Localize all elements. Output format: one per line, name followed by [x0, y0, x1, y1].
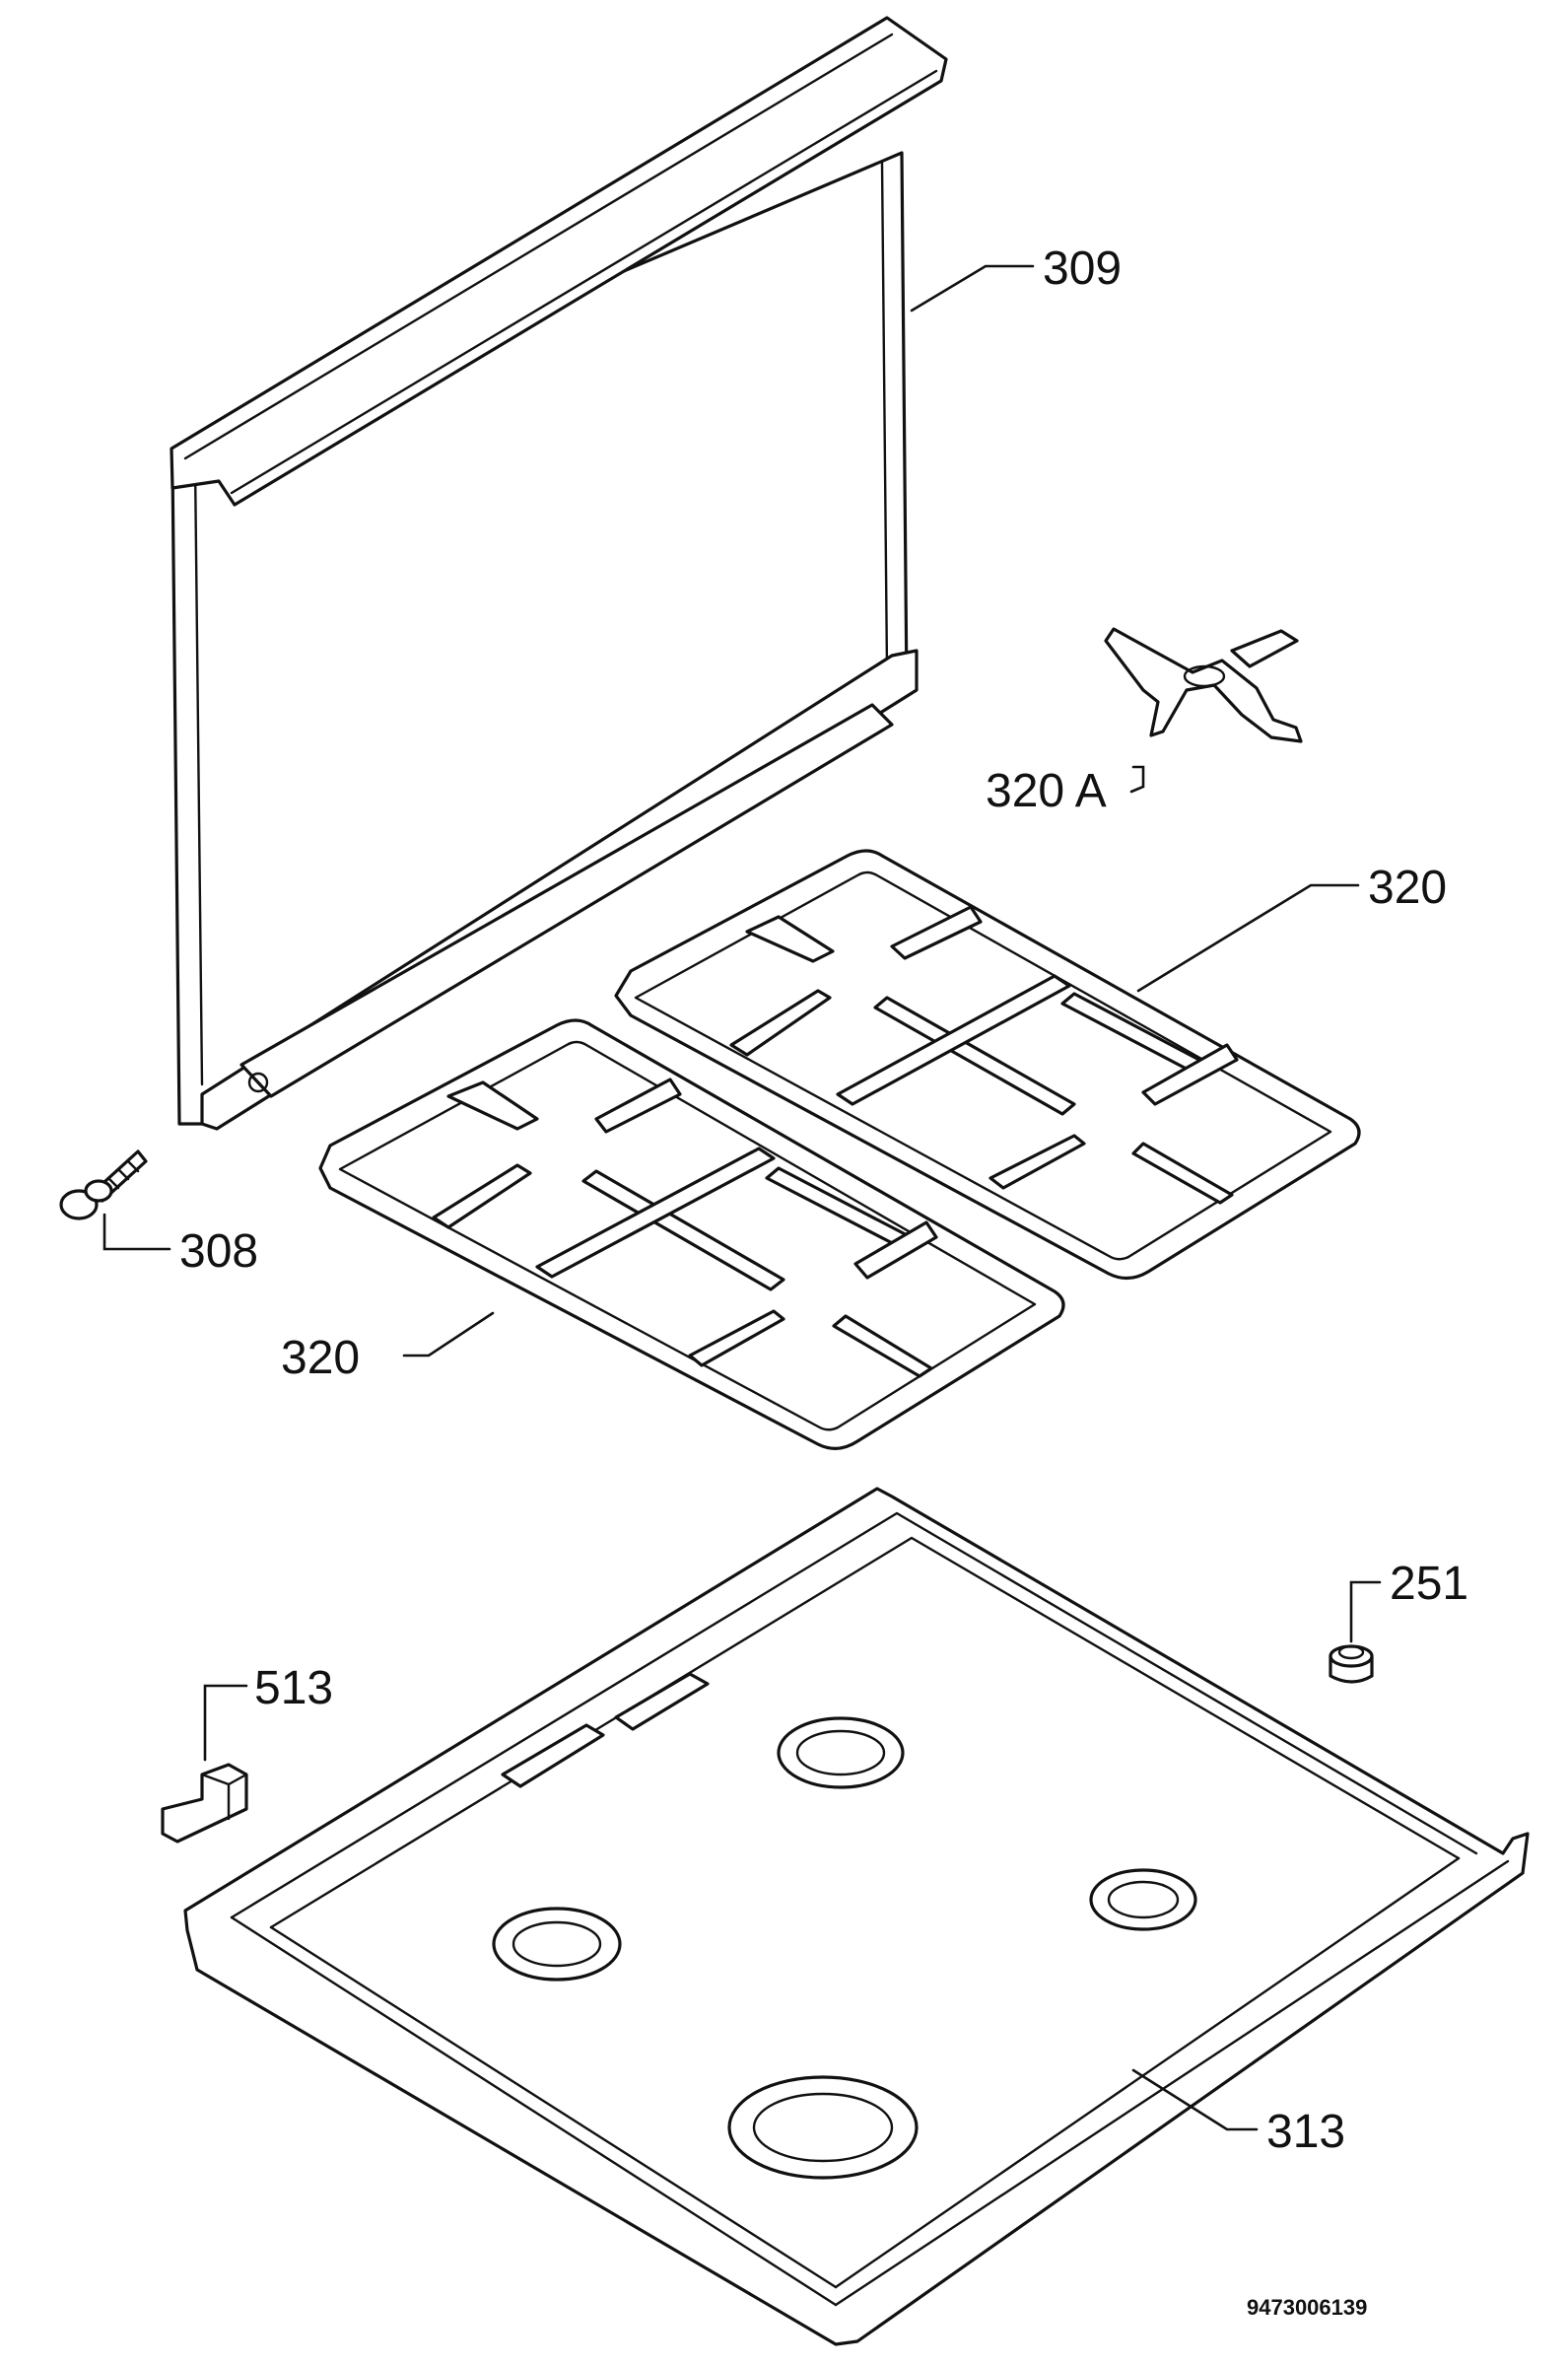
- pan-support-320-upper: [614, 849, 1361, 1281]
- label-320a: 320 A: [986, 765, 1107, 817]
- drawing-code: 9473006139: [1247, 2295, 1367, 2320]
- label-320-lower: 320: [281, 1332, 360, 1384]
- label-313: 313: [1266, 2106, 1345, 2158]
- screw-308: [59, 1149, 148, 1220]
- clip-513: [161, 1763, 248, 1844]
- label-251: 251: [1390, 1558, 1468, 1610]
- label-513: 513: [254, 1662, 333, 1714]
- pan-support-320-lower: [318, 1018, 1065, 1450]
- glass-lid-309: [170, 16, 948, 1131]
- label-309: 309: [1043, 243, 1122, 295]
- label-308: 308: [179, 1225, 258, 1278]
- label-320-upper: 320: [1368, 862, 1447, 914]
- leader-lines: [102, 264, 1382, 2131]
- foot-251: [1329, 1644, 1374, 1684]
- hob-top-313: [183, 1487, 1530, 2346]
- trivet-crossbar-320a: [1104, 627, 1303, 743]
